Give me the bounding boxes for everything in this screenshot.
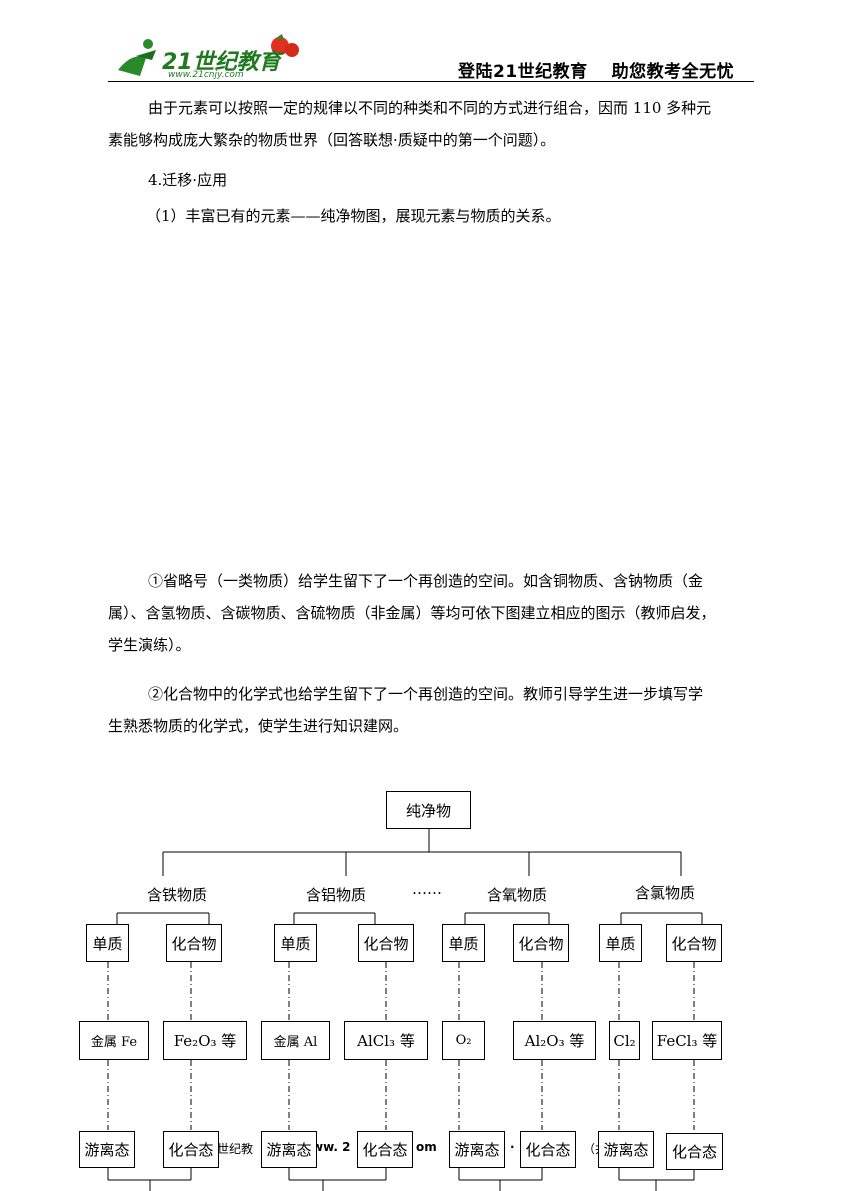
aluminium-compound-node: 化合物 (358, 924, 414, 962)
logo: 21世纪教育 www.21cnjy.com (112, 32, 312, 82)
logo-url: www.21cnjy.com (168, 70, 244, 80)
item-1: （1）丰富已有的元素——纯净物图，展现元素与物质的关系。 (108, 200, 754, 232)
item-1-text: （1）丰富已有的元素——纯净物图，展现元素与物质的关系。 (146, 207, 561, 225)
logo-text: 21世纪教育 (162, 50, 281, 75)
aluminium-free-state: 游离态 (261, 1131, 317, 1168)
root-node: 纯净物 (386, 791, 471, 829)
chlorine-compound-example: FeCl₃ 等 (652, 1021, 722, 1060)
footer-fragment-1: 世纪教 (217, 1142, 254, 1156)
paragraph-2-line-2: 属）、含氢物质、含碳物质、含硫物质（非金属）等均可依下图建立相应的图示（教师启发… (108, 604, 716, 622)
oxygen-compound-node: 化合物 (513, 924, 569, 962)
oxygen-simple-node: 单质 (442, 924, 485, 962)
aluminium-combined-state: 化合态 (357, 1131, 413, 1168)
paragraph-1-line-2: 素能够构成庞大繁杂的物质世界（回答联想·质疑中的第一个问题）。 (108, 131, 556, 149)
iron-compound-example: Fe₂O₃ 等 (163, 1021, 247, 1060)
footer-fragment-4: · (510, 1140, 515, 1154)
oxygen-combined-state: 化合态 (520, 1131, 576, 1168)
paragraph-2: ①省略号（一类物质）给学生留下了一个再创造的空间。如含铜物质、含钠物质（金 属）… (108, 565, 754, 661)
diagram-ellipsis: …… (412, 880, 442, 898)
section-title: 4.迁移·应用 (148, 171, 228, 189)
section-heading: 4.迁移·应用 (108, 164, 754, 196)
iron-simple-node: 单质 (86, 924, 129, 962)
aluminium-compound-example: AlCl₃ 等 (344, 1021, 428, 1060)
header-divider (108, 81, 754, 82)
group-label-iron: 含铁物质 (147, 886, 208, 904)
footer-fragment-3: om (416, 1140, 437, 1154)
iron-compound-node: 化合物 (166, 924, 222, 962)
aluminium-simple-example: 金属 Al (261, 1021, 330, 1060)
paragraph-3: ②化合物中的化学式也给学生留下了一个再创造的空间。教师引导学生进一步填写学 生熟… (108, 678, 754, 742)
chlorine-simple-example: Cl₂ (609, 1021, 640, 1060)
aluminium-simple-node: 单质 (274, 924, 317, 962)
chlorine-simple-node: 单质 (599, 924, 642, 962)
iron-simple-example: 金属 Fe (79, 1021, 149, 1060)
paragraph-3-line-1: ②化合物中的化学式也给学生留下了一个再创造的空间。教师引导学生进一步填写学 (148, 685, 704, 703)
group-label-chlorine: 含氯物质 (635, 884, 696, 902)
header-title: 登陆21世纪教育 助您教考全无忧 (458, 62, 735, 82)
paragraph-3-line-2: 生熟悉物质的化学式，使学生进行知识建网。 (108, 717, 409, 735)
oxygen-compound-example: Al₂O₃ 等 (513, 1021, 596, 1060)
paragraph-1-line-1: 由于元素可以按照一定的规律以不同的种类和不同的方式进行组合，因而 110 多种元 (148, 99, 712, 117)
group-label-aluminium: 含铝物质 (306, 886, 367, 904)
paragraph-2-line-3: 学生演练）。 (108, 636, 191, 654)
iron-free-state: 游离态 (79, 1131, 135, 1168)
chlorine-free-state: 游离态 (598, 1131, 654, 1168)
chlorine-compound-node: 化合物 (666, 924, 722, 962)
oxygen-free-state: 游离态 (449, 1131, 505, 1168)
oxygen-simple-example: O₂ (442, 1021, 485, 1060)
paragraph-2-line-1: ①省略号（一类物质）给学生留下了一个再创造的空间。如含铜物质、含钠物质（金 (148, 572, 704, 590)
iron-combined-state: 化合态 (163, 1131, 219, 1168)
logo-runner-icon (118, 34, 299, 76)
paragraph-1: 由于元素可以按照一定的规律以不同的种类和不同的方式进行组合，因而 110 多种元… (108, 92, 754, 156)
group-label-oxygen: 含氧物质 (487, 886, 548, 904)
footer-fragment-2: ww. 2 (312, 1140, 351, 1154)
chlorine-combined-state: 化合态 (666, 1133, 723, 1170)
